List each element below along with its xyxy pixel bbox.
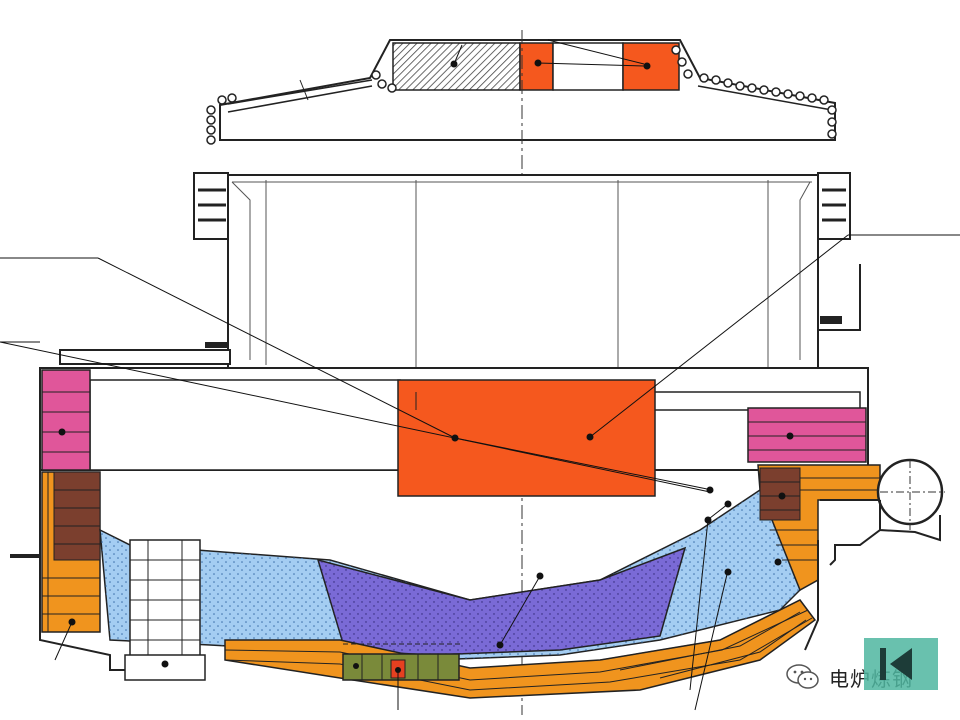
roof-water-pipes-right bbox=[671, 45, 837, 139]
roof-center-opening bbox=[552, 42, 624, 91]
right-shell-and-spout bbox=[804, 458, 945, 651]
bottom-electrode-stack bbox=[124, 539, 206, 681]
logo-mark-icon bbox=[864, 638, 938, 690]
roof-electrode-port-left bbox=[519, 42, 554, 91]
roof-electrode-port-right bbox=[622, 42, 680, 91]
furnace-roof bbox=[206, 39, 837, 145]
left-wall-lower-bricks bbox=[41, 471, 101, 661]
roof-delta-hatched bbox=[392, 42, 521, 91]
left-wall-magnesia-bricks bbox=[41, 369, 91, 471]
wechat-icon bbox=[786, 664, 819, 689]
upper-shell bbox=[59, 172, 861, 394]
roof-water-pipes-left bbox=[206, 70, 397, 145]
right-wall-magnesia-bricks bbox=[747, 407, 867, 463]
leader-dots bbox=[496, 486, 732, 649]
leader-lines bbox=[0, 234, 960, 711]
central-refractory-block bbox=[397, 379, 656, 497]
right-wall-lower-bricks bbox=[757, 464, 881, 592]
bottom-tap-bricks bbox=[342, 643, 460, 681]
left-shell-plate bbox=[39, 470, 125, 671]
